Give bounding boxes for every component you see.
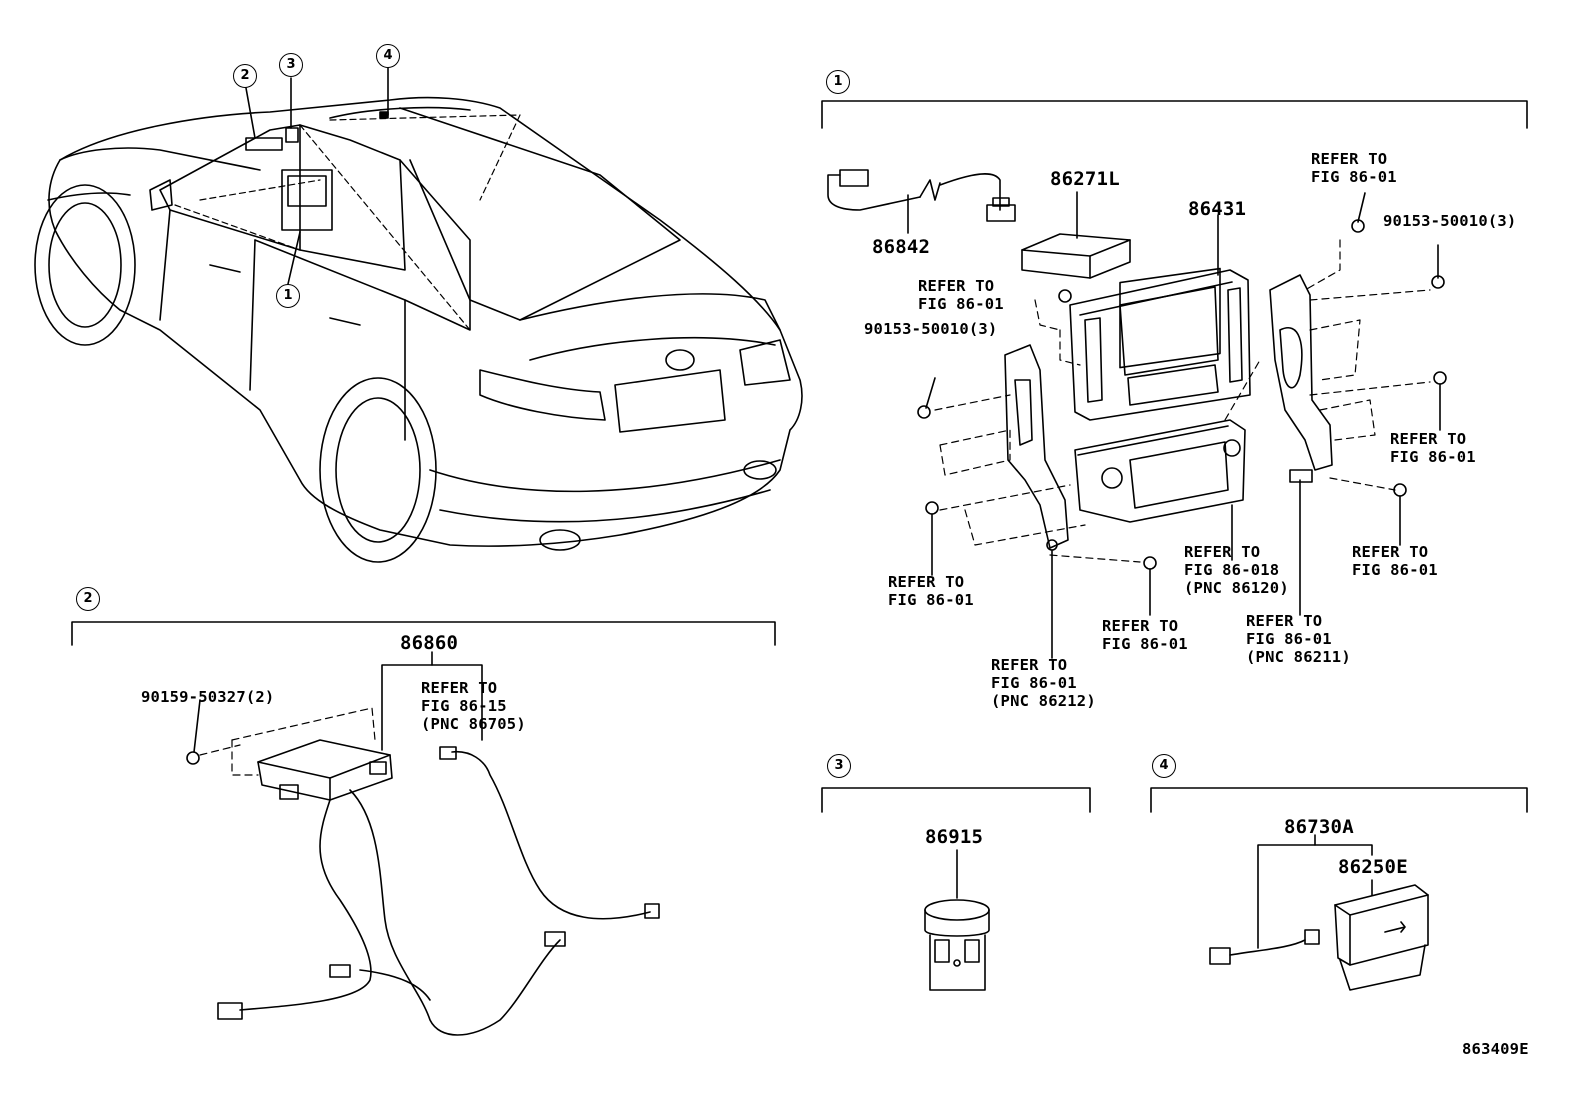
label-86250e: 86250E bbox=[1338, 856, 1408, 878]
callout-car-2: 2 bbox=[233, 64, 257, 88]
refer-br-line1: REFER TO bbox=[1352, 543, 1429, 561]
part-86730a bbox=[1209, 834, 1429, 991]
callout-section-1: 1 bbox=[826, 70, 850, 94]
left-bracket bbox=[1004, 344, 1069, 551]
refer-86705-line3: (PNC 86705) bbox=[421, 715, 526, 733]
label-86860: 86860 bbox=[400, 632, 459, 654]
part-86842 bbox=[827, 169, 1016, 234]
refer-86211-line3: (PNC 86211) bbox=[1246, 648, 1351, 666]
part-86431 bbox=[1069, 214, 1251, 421]
refer-86018-line2: FIG 86-018 bbox=[1184, 561, 1280, 579]
refer-bc-line1: REFER TO bbox=[1102, 617, 1179, 635]
bolt-icons bbox=[917, 219, 1447, 570]
right-bracket bbox=[1269, 274, 1333, 471]
bolt-label-tr: 90153-50010(3) bbox=[1383, 212, 1517, 230]
callout-car-1: 1 bbox=[276, 284, 300, 308]
label-86842: 86842 bbox=[872, 236, 931, 258]
label-86915: 86915 bbox=[925, 826, 984, 848]
refer-bc-line2: FIG 86-01 bbox=[1102, 635, 1188, 653]
refer-tl-line1: REFER TO bbox=[918, 277, 995, 295]
callout-car-3: 3 bbox=[279, 53, 303, 77]
refer-86018-line1: REFER TO bbox=[1184, 543, 1261, 561]
label-86431: 86431 bbox=[1188, 198, 1247, 220]
callout-section-4: 4 bbox=[1152, 754, 1176, 778]
bolt-label-tl: 90153-50010(3) bbox=[864, 320, 998, 338]
refer-r-line2: FIG 86-01 bbox=[1390, 448, 1476, 466]
callout-section-2: 2 bbox=[76, 587, 100, 611]
bolt-label-90159: 90159-50327(2) bbox=[141, 688, 275, 706]
refer-r-line1: REFER TO bbox=[1390, 430, 1467, 448]
refer-86705-line2: FIG 86-15 bbox=[421, 697, 507, 715]
label-86271l: 86271L bbox=[1050, 168, 1120, 190]
refer-86212-line2: FIG 86-01 bbox=[991, 674, 1077, 692]
car-illustration bbox=[34, 67, 803, 563]
label-86730a: 86730A bbox=[1284, 816, 1354, 838]
refer-86018-line3: (PNC 86120) bbox=[1184, 579, 1289, 597]
callout-car-4: 4 bbox=[376, 44, 400, 68]
figure-id: 863409E bbox=[1462, 1040, 1529, 1058]
refer-br-line2: FIG 86-01 bbox=[1352, 561, 1438, 579]
refer-bl-line1: REFER TO bbox=[888, 573, 965, 591]
callout-section-3: 3 bbox=[827, 754, 851, 778]
part-86860 bbox=[217, 739, 660, 1036]
part-86271l bbox=[1021, 191, 1131, 279]
refer-tr-line1: REFER TO bbox=[1311, 150, 1388, 168]
radio-unit bbox=[1074, 419, 1246, 561]
refer-86211-line1: REFER TO bbox=[1246, 612, 1323, 630]
refer-tr-line2: FIG 86-01 bbox=[1311, 168, 1397, 186]
refer-86705-line1: REFER TO bbox=[421, 679, 498, 697]
refer-bl-line2: FIG 86-01 bbox=[888, 591, 974, 609]
refer-86212-line1: REFER TO bbox=[991, 656, 1068, 674]
part-86915 bbox=[924, 849, 990, 991]
refer-86211-line2: FIG 86-01 bbox=[1246, 630, 1332, 648]
refer-86212-line3: (PNC 86212) bbox=[991, 692, 1096, 710]
refer-tl-line2: FIG 86-01 bbox=[918, 295, 1004, 313]
